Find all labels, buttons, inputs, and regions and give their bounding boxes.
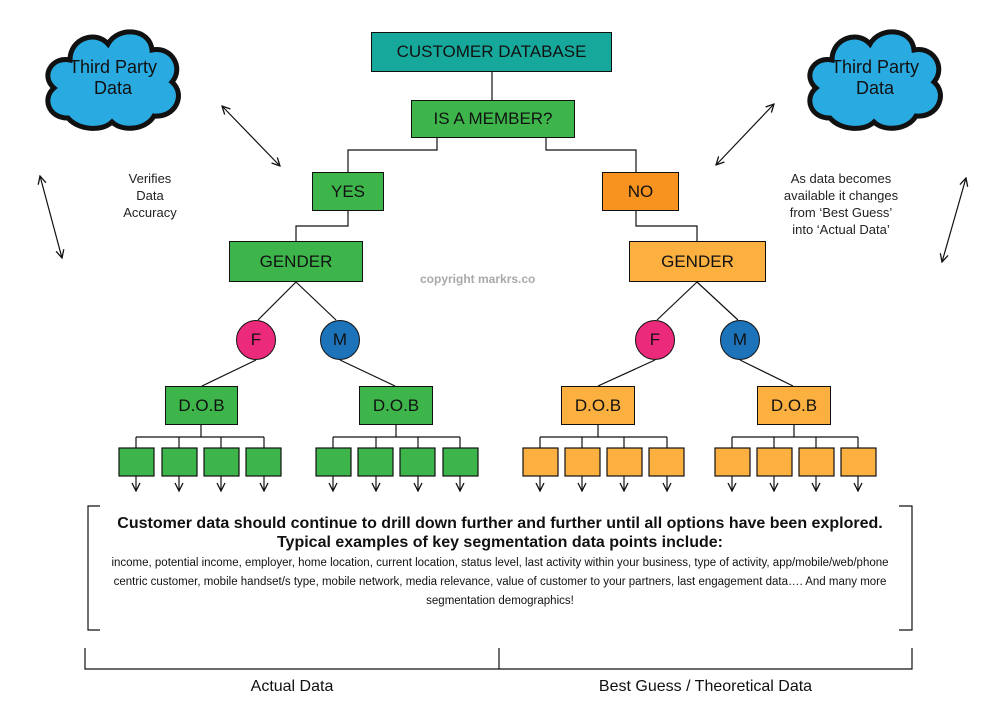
connector-yes-gender	[295, 211, 349, 241]
customer-database-node: CUSTOMER DATABASE	[371, 32, 612, 72]
description-heading: Customer data should continue to drill d…	[117, 515, 883, 551]
cloud-right-line-2: Data	[855, 78, 895, 98]
leaf-square-12	[648, 447, 685, 477]
leaf-square-3	[203, 447, 240, 477]
leaf-square-8	[442, 447, 479, 477]
dob-tree-3	[539, 425, 668, 448]
is-a-member-node: IS A MEMBER?	[411, 100, 575, 138]
connector-female-dob-right	[597, 359, 656, 387]
actual-data-label: Actual Data	[250, 678, 334, 695]
leaf-square-5	[315, 447, 352, 477]
double-arrow-top-left	[222, 106, 280, 166]
note-right-line-1: As data becomes	[790, 171, 892, 186]
dob-node-1: D.O.B	[165, 386, 238, 425]
dob-tree-2	[332, 425, 461, 448]
leaf-square-1	[118, 447, 155, 477]
copyright-watermark: copyright markrs.co	[420, 272, 536, 286]
leaf-square-2	[161, 447, 198, 477]
connector-male-dob-left	[339, 359, 396, 387]
note-best-guess-change: As data becomes available it changes fro…	[766, 170, 916, 238]
double-arrow-side-right	[942, 178, 966, 262]
leaf-square-9	[522, 447, 559, 477]
connector-question-yes	[347, 138, 438, 172]
leaf-square-4	[245, 447, 282, 477]
gender-node-right: GENDER	[629, 241, 766, 282]
dob-tree-1	[135, 425, 265, 448]
connector-no-gender	[635, 211, 698, 241]
note-verifies-accuracy: Verifies Data Accuracy	[100, 170, 200, 221]
gender-node-left: GENDER	[229, 241, 363, 282]
leaf-square-16	[840, 447, 877, 477]
connector-gender-female-right	[656, 281, 698, 321]
dob-node-4: D.O.B	[757, 386, 831, 425]
leaf-square-14	[756, 447, 793, 477]
note-left-line-3: Accuracy	[123, 205, 177, 220]
male-node-left: M	[320, 320, 360, 360]
third-party-cloud-right: Third Party Data	[800, 18, 950, 138]
leaf-square-7	[399, 447, 436, 477]
leaf-squares	[118, 447, 877, 477]
cloud-left-line-2: Data	[93, 78, 133, 98]
double-arrow-top-right	[716, 104, 774, 165]
dob-node-3: D.O.B	[561, 386, 635, 425]
dob-tree-4	[731, 425, 859, 448]
note-left-line-1: Verifies	[128, 171, 172, 186]
note-right-line-3: from ‘Best Guess’	[789, 205, 893, 220]
note-right-line-4: into ‘Actual Data’	[792, 222, 890, 237]
cloud-right-line-1: Third Party	[830, 57, 920, 77]
connector-gender-male-right	[696, 281, 739, 321]
description-body: income, potential income, employer, home…	[111, 557, 889, 607]
double-arrow-side-left	[40, 176, 62, 258]
drill-down-arrows	[136, 476, 858, 491]
segmentation-description: Customer data should continue to drill d…	[100, 514, 900, 611]
connector-question-no	[545, 138, 637, 172]
connector-male-dob-right	[739, 359, 794, 387]
cloud-icon	[807, 29, 943, 131]
dob-node-2: D.O.B	[359, 386, 433, 425]
no-node: NO	[602, 172, 679, 211]
bracket-right	[899, 505, 913, 631]
leaf-square-6	[357, 447, 394, 477]
leaf-square-15	[798, 447, 835, 477]
bracket-left	[87, 505, 100, 631]
female-node-right: F	[635, 320, 675, 360]
leaf-square-10	[564, 447, 601, 477]
note-right-line-2: available it changes	[783, 188, 899, 203]
cloud-left-line-1: Third Party	[68, 57, 158, 77]
leaf-square-13	[714, 447, 751, 477]
male-node-right: M	[720, 320, 760, 360]
female-node-left: F	[236, 320, 276, 360]
third-party-cloud-left: Third Party Data	[38, 18, 188, 138]
connector-female-dob-left	[201, 359, 257, 387]
yes-node: YES	[312, 172, 384, 211]
connector-gender-male-left	[295, 281, 337, 321]
cloud-icon	[45, 29, 181, 131]
note-left-line-2: Data	[136, 188, 164, 203]
best-guess-label: Best Guess / Theoretical Data	[598, 678, 813, 695]
leaf-square-11	[606, 447, 643, 477]
connector-gender-female-left	[257, 281, 297, 321]
